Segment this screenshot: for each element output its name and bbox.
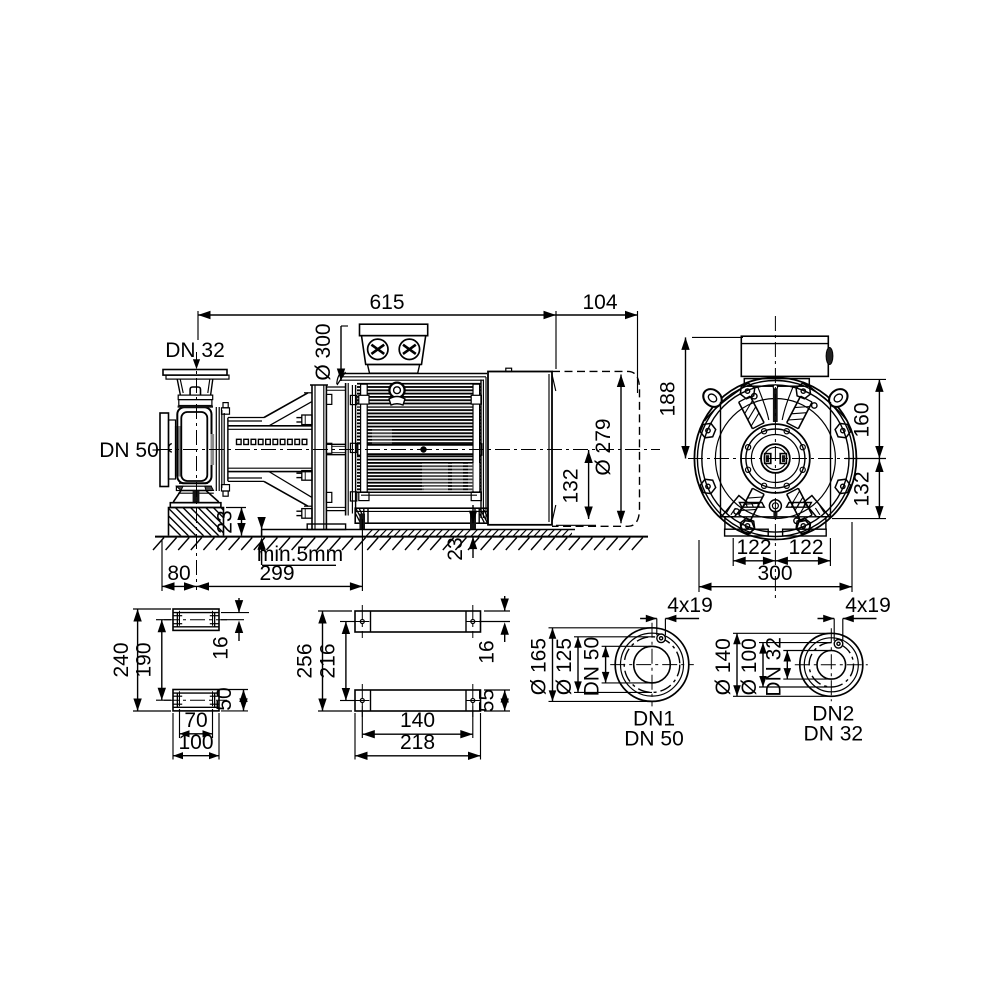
svg-text:23: 23: [214, 510, 237, 533]
svg-text:80: 80: [167, 562, 190, 585]
svg-text:DN 32: DN 32: [165, 339, 225, 362]
svg-text:50: 50: [213, 687, 236, 710]
svg-text:615: 615: [369, 291, 404, 314]
svg-text:Ø 300: Ø 300: [312, 323, 335, 380]
svg-text:216: 216: [317, 643, 340, 678]
svg-text:min.5mm: min.5mm: [257, 543, 343, 566]
svg-text:DN 50: DN 50: [624, 727, 684, 750]
svg-text:190: 190: [133, 642, 156, 677]
svg-text:55: 55: [476, 689, 499, 712]
svg-text:132: 132: [851, 471, 874, 506]
svg-text:DN 50: DN 50: [99, 439, 159, 462]
svg-text:DN 32: DN 32: [804, 722, 864, 745]
svg-text:70: 70: [184, 709, 207, 732]
svg-text:104: 104: [582, 291, 617, 314]
svg-text:100: 100: [178, 731, 213, 754]
svg-text:DN 50: DN 50: [581, 637, 604, 697]
svg-text:23: 23: [444, 537, 467, 560]
svg-text:16: 16: [476, 640, 499, 663]
svg-text:Ø 140: Ø 140: [712, 638, 735, 695]
svg-text:DN 32: DN 32: [762, 637, 785, 697]
svg-text:132: 132: [560, 468, 583, 503]
svg-text:160: 160: [851, 402, 874, 437]
svg-text:256: 256: [294, 643, 317, 678]
svg-text:240: 240: [110, 642, 133, 677]
svg-text:DN2: DN2: [812, 702, 854, 725]
svg-text:DN1: DN1: [633, 707, 675, 730]
svg-text:122: 122: [788, 536, 823, 559]
svg-text:16: 16: [210, 636, 233, 659]
svg-text:140: 140: [400, 709, 435, 732]
svg-text:218: 218: [400, 731, 435, 754]
svg-text:Ø 125: Ø 125: [553, 638, 576, 695]
svg-text:300: 300: [757, 562, 792, 585]
svg-text:4x19: 4x19: [845, 594, 891, 617]
svg-text:4x19: 4x19: [667, 594, 713, 617]
svg-text:Ø 165: Ø 165: [528, 638, 551, 695]
svg-text:Ø 100: Ø 100: [738, 638, 761, 695]
svg-text:299: 299: [259, 562, 294, 585]
svg-text:122: 122: [736, 536, 771, 559]
svg-text:188: 188: [657, 381, 680, 416]
svg-text:Ø 279: Ø 279: [592, 418, 615, 475]
